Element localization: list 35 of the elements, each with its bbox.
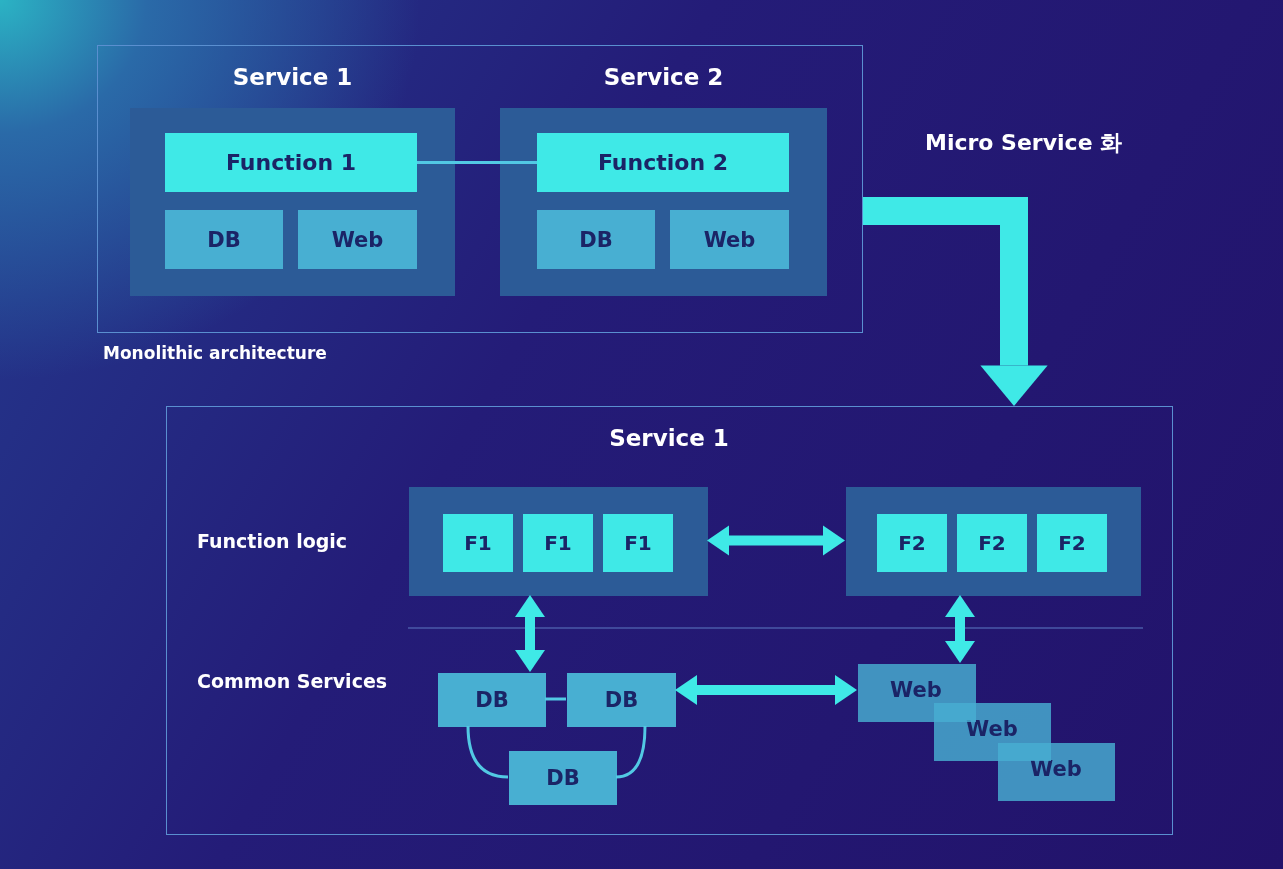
arrow (515, 595, 545, 672)
connector-line (466, 725, 509, 779)
function-box: F1 (523, 514, 593, 572)
component-box: Web (298, 210, 417, 269)
connector-line (417, 161, 537, 164)
component-box: Web (858, 664, 976, 722)
arrow (707, 525, 845, 556)
service-heading: Service 2 (602, 64, 725, 90)
row-label: Common Services (197, 670, 388, 692)
component-box: DB (509, 751, 617, 805)
connector-line (545, 697, 566, 701)
frame (166, 406, 1173, 835)
service-heading: Service 1 (231, 64, 354, 90)
function-box: F1 (443, 514, 513, 572)
connector-line (615, 725, 647, 779)
arrow (675, 675, 857, 705)
row-label: Function logic (197, 530, 348, 552)
edge-label: Micro Service 화 (925, 129, 1123, 157)
function-box: F2 (877, 514, 947, 572)
arrow (945, 595, 975, 663)
component-box: DB (537, 210, 655, 269)
group-panel (846, 487, 1141, 596)
function-box: Function 1 (165, 133, 417, 192)
function-box: F2 (957, 514, 1027, 572)
component-box: DB (438, 673, 546, 727)
frame-heading: Service 1 (608, 425, 730, 451)
function-box: F2 (1037, 514, 1107, 572)
component-box: DB (567, 673, 676, 727)
function-box: F1 (603, 514, 673, 572)
component-box: DB (165, 210, 283, 269)
group-panel (409, 487, 708, 596)
component-box: Web (670, 210, 789, 269)
function-box: Function 2 (537, 133, 789, 192)
arrow (863, 197, 1048, 406)
frame-label: Monolithic architecture (103, 343, 327, 363)
